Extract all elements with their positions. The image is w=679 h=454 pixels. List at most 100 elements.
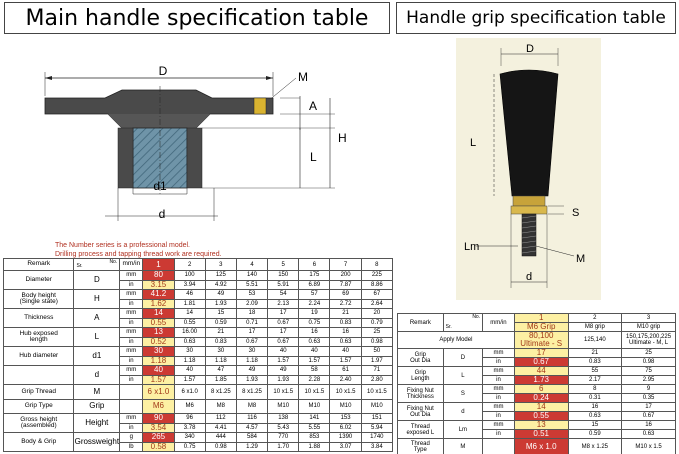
row-value: 6.02 (329, 422, 362, 433)
header-col-8: 8 (360, 258, 394, 271)
row-value: 3.15 (142, 279, 175, 290)
row-value: 1740 (360, 432, 394, 443)
row-value: M6 (173, 398, 206, 414)
row-unit: mm (119, 346, 144, 357)
header-no-sr: No.Sr. (73, 258, 121, 271)
row-value: 8 x1.25 (204, 384, 237, 400)
row-value: 17 (235, 327, 269, 338)
row-value: 0.52 (142, 336, 175, 347)
row-value: 5.55 (298, 422, 331, 433)
header-col-5: 5 (267, 258, 300, 271)
label-L-right: L (470, 137, 476, 149)
row-value: 1390 (329, 432, 362, 443)
row-value: 125 (204, 270, 237, 281)
row-unit: in (119, 422, 144, 433)
row-value: 0.98 (204, 441, 237, 452)
grip-name: M10 grip (621, 322, 676, 332)
row-value: 14 (173, 308, 206, 319)
grip-row-value: 0.51 (513, 429, 569, 439)
row-value: 21 (204, 327, 237, 338)
grip-row-value: 75 (621, 366, 676, 376)
row-value: 141 (298, 413, 331, 424)
row-value: 340 (173, 432, 206, 443)
grip-row-value: 17 (513, 348, 569, 358)
label-d1-left: d1 (153, 179, 167, 193)
row-value: 2.28 (298, 374, 331, 385)
grip-row-value: 2.95 (621, 375, 676, 385)
grip-row-value: 13 (513, 420, 569, 430)
row-value: 49 (267, 365, 300, 376)
row-value: 1.70 (267, 441, 300, 452)
grip-header-col-1: 1 (513, 313, 569, 323)
row-value: 2.13 (267, 298, 300, 309)
row-value: 151 (360, 413, 394, 424)
row-value: 2.80 (360, 374, 394, 385)
row-value: 8.86 (360, 279, 394, 290)
row-value: 61 (329, 365, 362, 376)
row-value: 47 (204, 365, 237, 376)
grip-header-no-sr: No.Sr. (442, 313, 484, 332)
header-col-4: 4 (235, 258, 269, 271)
row-value: 444 (204, 432, 237, 443)
row-value: 1.29 (235, 441, 269, 452)
row-value: 15 (204, 308, 237, 319)
row-value: 100 (173, 270, 206, 281)
row-value: 4.92 (204, 279, 237, 290)
grip-table-title: Handle grip specification table (396, 2, 676, 34)
row-value: 0.67 (235, 336, 269, 347)
row-value: 40 (173, 365, 206, 376)
row-symbol: Height (73, 413, 121, 433)
row-value: 2.24 (298, 298, 331, 309)
grip-row-value: 9 (621, 384, 676, 394)
grip-row-unit: mm (482, 366, 515, 376)
row-value: 0.67 (267, 336, 300, 347)
row-unit: mm (119, 308, 144, 319)
row-value: 0.75 (173, 441, 206, 452)
row-value: 3.07 (329, 441, 362, 452)
grip-row-value: 6 (513, 384, 569, 394)
row-value: 0.63 (173, 336, 206, 347)
row-value: 90 (142, 413, 175, 424)
row-value: 41.2 (142, 289, 175, 300)
row-value: 30 (204, 346, 237, 357)
apply-model-value: 125,140 (567, 331, 623, 349)
row-value: 16.00 (173, 327, 206, 338)
row-value: 10 x1.5 (267, 384, 300, 400)
row-value: M10 (360, 398, 394, 414)
row-label: Thickness (2, 308, 75, 328)
row-value: M10 (267, 398, 300, 414)
label-M-left: M (298, 70, 308, 84)
row-value: 0.67 (267, 317, 300, 328)
grip-row-value: 25 (621, 348, 676, 358)
grip-row-unit: mm (482, 348, 515, 358)
row-value: 49 (235, 365, 269, 376)
row-value: 0.59 (204, 317, 237, 328)
grip-row-value: 8 (567, 384, 623, 394)
row-value: 175 (298, 270, 331, 281)
row-value: 19 (298, 308, 331, 319)
grip-row-value: 2.17 (567, 375, 623, 385)
row-unit: in (119, 317, 144, 328)
grip-row-value: 0.67 (513, 357, 569, 367)
row-value: 40 (267, 346, 300, 357)
row-value: 1.62 (142, 298, 175, 309)
row-value: 54 (267, 289, 300, 300)
grip-row-value: 44 (513, 366, 569, 376)
row-value: 1.57 (267, 355, 300, 366)
row-value: 1.93 (235, 374, 269, 385)
row-unit: in (119, 374, 144, 385)
grip-row-value: 1.73 (513, 375, 569, 385)
row-value: 1.93 (204, 298, 237, 309)
row-value: 0.55 (173, 317, 206, 328)
grip-row-value: 0.31 (567, 393, 623, 403)
row-value: 0.83 (329, 317, 362, 328)
